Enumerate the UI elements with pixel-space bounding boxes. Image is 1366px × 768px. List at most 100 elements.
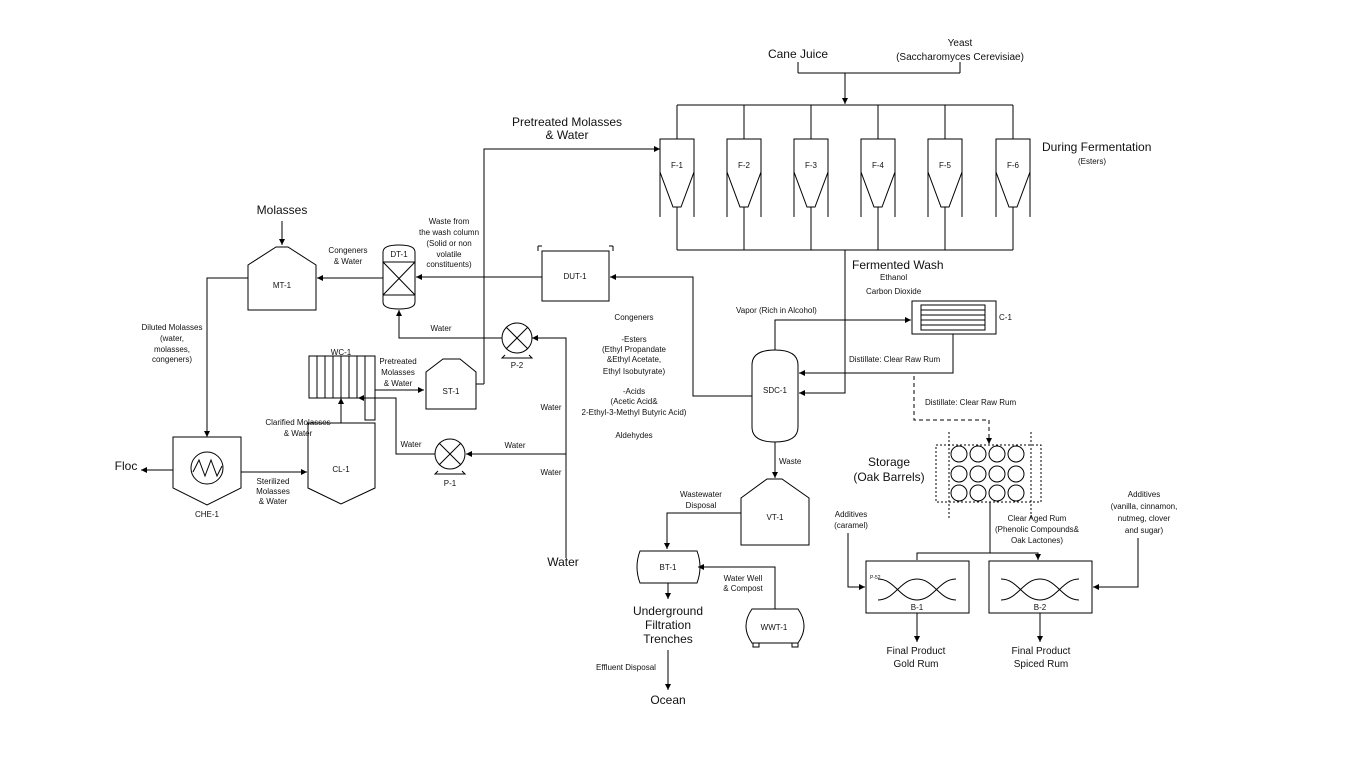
yeast-species-label: (Saccharomyces Cerevisiae) — [896, 52, 1024, 63]
tank-dut1[interactable]: DUT-1 — [537, 245, 614, 302]
fermenter-f3[interactable]: F-3 — [793, 105, 829, 250]
bottoms-to-dut-line — [610, 274, 752, 397]
fermenter-bank: F-1 F-2 F-3 F-4 F-5 — [659, 105, 1031, 251]
svg-text:WC-1: WC-1 — [331, 348, 352, 357]
svg-text:B-1: B-1 — [911, 603, 924, 612]
wastewater-label-2: Disposal — [686, 501, 717, 510]
svg-text:C-1: C-1 — [999, 313, 1012, 322]
svg-text:F-6: F-6 — [1007, 161, 1020, 170]
add-right-label-4: and sugar) — [1125, 526, 1164, 535]
feed-lines — [677, 62, 1013, 106]
gold-label-1: Final Product — [887, 646, 946, 657]
caramel-line — [847, 533, 865, 590]
pretreated-line — [483, 146, 660, 384]
tank-vt1[interactable]: VT-1 — [740, 478, 810, 546]
waste-wash-label-1: Waste from — [429, 217, 470, 226]
svg-text:P-2: P-2 — [511, 361, 524, 370]
fermenter-f2[interactable]: F-2 — [726, 105, 762, 250]
water-well-label-1: Water Well — [724, 574, 763, 583]
tank-mt1[interactable]: MT-1 — [247, 246, 317, 311]
svg-text:MT-1: MT-1 — [273, 281, 292, 290]
condenser-c1[interactable]: C-1 — [911, 300, 1012, 335]
underground-label-1: Underground — [633, 604, 703, 618]
diluted-label-4: congeners) — [152, 355, 192, 364]
svg-text:SDC-1: SDC-1 — [763, 386, 788, 395]
effluent-label: Effluent Disposal — [596, 663, 656, 672]
svg-text:DT-1: DT-1 — [390, 250, 408, 259]
fermenter-f1[interactable]: F-1 — [659, 105, 695, 250]
waste-label: Waste — [779, 457, 802, 466]
sterilized-label-2: Molasses — [256, 487, 290, 496]
molasses-label: Molasses — [257, 203, 308, 217]
blender-b1[interactable]: P-52 B-1 — [865, 560, 970, 614]
pretreated-st-label-3: & Water — [384, 379, 413, 388]
water-main-line — [532, 335, 567, 558]
svg-text:F-3: F-3 — [805, 161, 818, 170]
storage-label-2: (Oak Barrels) — [853, 470, 924, 484]
water-dt-label: Water — [430, 324, 451, 333]
wwt-to-bt-line — [698, 564, 776, 609]
svg-text:CHE-1: CHE-1 — [195, 510, 220, 519]
yeast-label: Yeast — [948, 38, 973, 49]
aged-label-1: Clear Aged Rum — [1008, 514, 1067, 523]
fermenter-f4[interactable]: F-4 — [860, 105, 896, 250]
underground-label-2: Filtration — [645, 618, 691, 632]
congeners-water-label-1: Congeners — [328, 246, 367, 255]
vapor-line — [774, 319, 845, 350]
diluted-line — [204, 277, 248, 437]
waste-wash-label-3: (Solid or non — [426, 239, 471, 248]
sterilized-label-3: & Water — [259, 497, 288, 506]
cane-juice-label: Cane Juice — [768, 47, 828, 61]
pump-p2[interactable]: P-2 — [500, 322, 534, 370]
svg-text:WWT-1: WWT-1 — [761, 623, 788, 632]
vapor-label: Vapor (Rich in Alcohol) — [736, 306, 817, 315]
barrel-grid — [950, 445, 1025, 502]
during-fermentation-label: During Fermentation — [1042, 140, 1151, 154]
clarified-label-2: & Water — [284, 429, 313, 438]
heat-exchanger-che1[interactable]: CHE-1 — [172, 436, 242, 519]
svg-text:ST-1: ST-1 — [443, 387, 460, 396]
ethanol-label: Ethanol — [880, 273, 907, 282]
oak-barrel-storage[interactable] — [935, 432, 1042, 518]
svg-text:B-2: B-2 — [1034, 603, 1047, 612]
water-p1-right-label: Water — [504, 441, 525, 450]
spiced-label-2: Spiced Rum — [1014, 659, 1068, 670]
pump-p1[interactable]: P-1 — [433, 438, 467, 488]
washer-wc1[interactable]: WC-1 — [308, 348, 376, 421]
esters-label-1: -Esters — [621, 335, 646, 344]
distillate-label-1: Distillate: Clear Raw Rum — [849, 355, 940, 364]
svg-text:P-52: P-52 — [870, 575, 881, 581]
distillate-label-2: Distillate: Clear Raw Rum — [925, 398, 1016, 407]
water-to-dt-line — [396, 310, 502, 339]
fermented-wash-label: Fermented Wash — [852, 258, 944, 272]
p1-to-wc-line — [358, 395, 435, 455]
acids-label-1: -Acids — [623, 387, 645, 396]
waste-wash-label-5: constituents) — [426, 260, 472, 269]
distillate-dashed-line — [913, 372, 992, 444]
blender-b2[interactable]: B-2 — [988, 560, 1093, 614]
water-mid-lower-label: Water — [540, 468, 561, 477]
svg-text:F-5: F-5 — [939, 161, 952, 170]
tank-bt1[interactable]: BT-1 — [636, 550, 701, 584]
tank-wwt1[interactable]: WWT-1 — [745, 608, 805, 648]
still-sdc1[interactable]: SDC-1 — [751, 349, 799, 443]
svg-text:DUT-1: DUT-1 — [563, 272, 587, 281]
vt-to-bt-line — [664, 512, 741, 549]
tank-st1[interactable]: ST-1 — [425, 358, 477, 410]
fermenter-f5[interactable]: F-5 — [927, 105, 963, 250]
drum-dt1[interactable]: DT-1 — [382, 244, 416, 310]
water-feed-label: Water — [547, 555, 579, 569]
fermenter-f6[interactable]: F-6 — [995, 105, 1031, 250]
diluted-label-3: molasses, — [154, 345, 190, 354]
esters-label-2: (Ethyl Propandate — [602, 345, 667, 354]
clarifier-cl1[interactable]: CL-1 — [307, 422, 376, 505]
acids-label-2: (Acetic Acid& — [610, 397, 658, 406]
reflux-line — [799, 334, 954, 376]
esters-label-4: Ethyl Isobutyrate) — [603, 367, 666, 376]
pretreated-label-1: Pretreated Molasses — [512, 115, 622, 129]
svg-text:F-4: F-4 — [872, 161, 885, 170]
co2-label: Carbon Dioxide — [866, 287, 922, 296]
aged-label-2: (Phenolic Compounds& — [995, 525, 1080, 534]
add-right-label-3: nutmeg, clover — [1118, 514, 1171, 523]
